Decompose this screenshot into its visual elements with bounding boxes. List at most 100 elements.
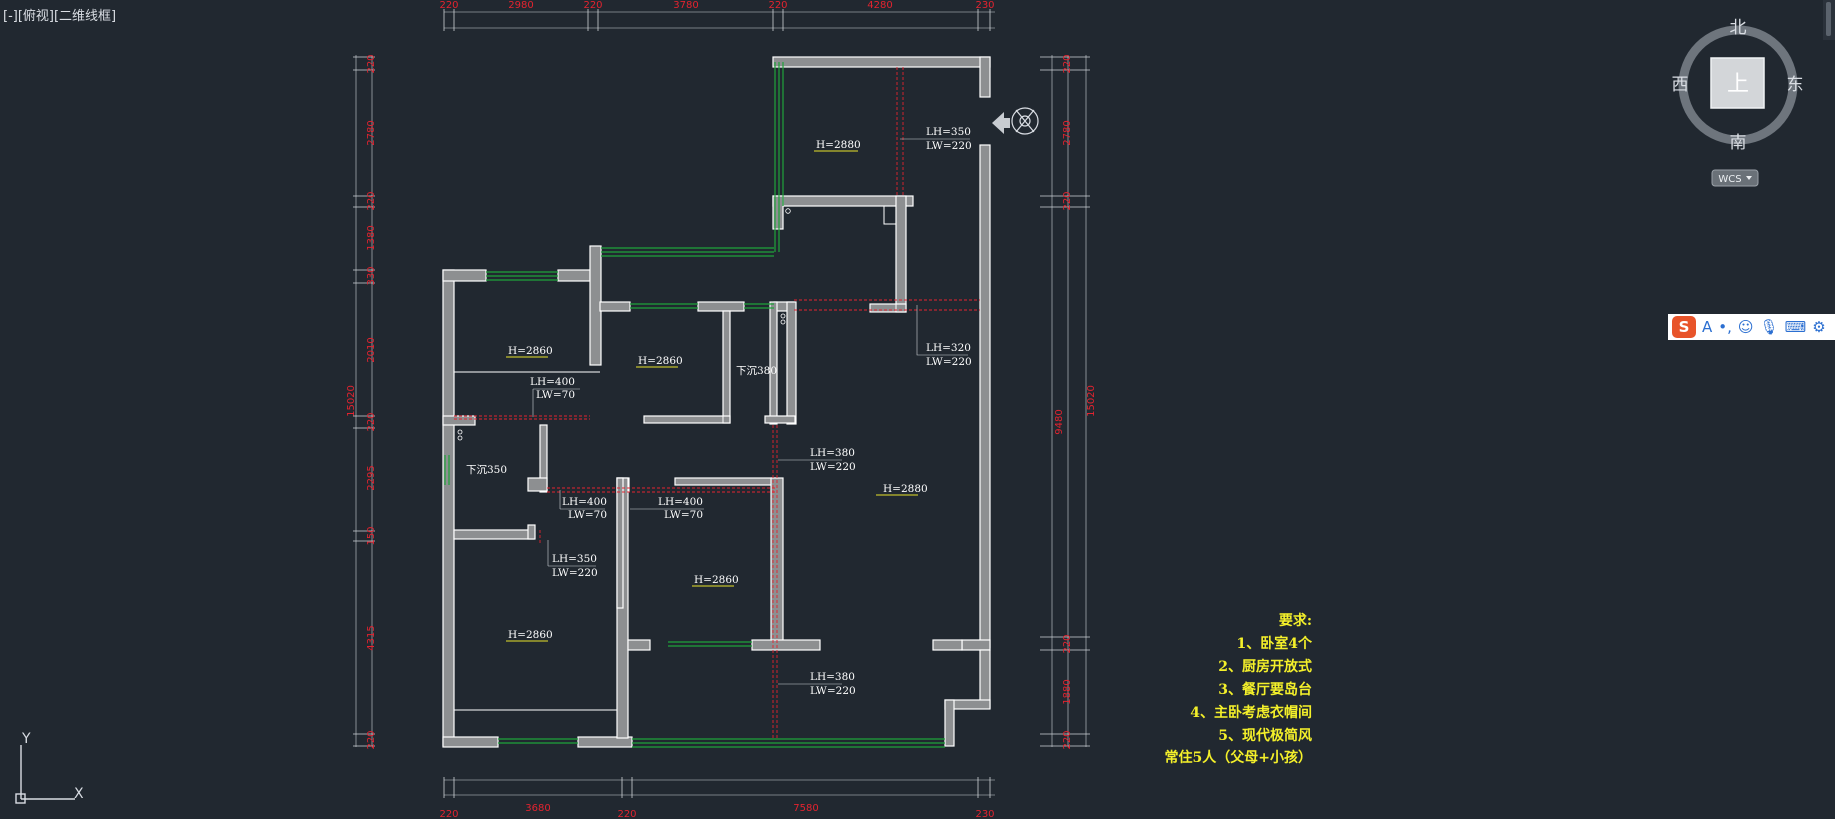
entry-door [1011,107,1039,135]
dim-right-total: 15020 [1086,385,1097,417]
scrollbar-thumb[interactable] [1826,2,1831,36]
dim-right-1: 2780 [1062,120,1073,145]
requirement-4: 4、主卧考虑衣帽间 [1190,704,1312,721]
beam-3-lh: LH=400 [530,376,575,388]
beam-8-lh: LH=380 [810,671,855,683]
beam-4-lw: LW=220 [810,461,856,473]
room-height-bedroom-4: H=2860 [508,629,553,641]
punctuation-icon[interactable]: •, [1718,318,1732,336]
dimension-text-right: 220 2780 220 220 1880 220 9480 15020 [1054,54,1097,749]
viewcube-top-face[interactable] [1710,57,1765,109]
beam-1-lw: LW=220 [926,140,972,152]
dim-left-7: 2295 [366,465,377,490]
sunken-kitchen-label: 下沉380 [736,364,777,377]
beam-2-lh: LH=320 [926,342,971,354]
dim-left-8: 150 [366,526,377,545]
dimension-text-bottom: 220 3680 220 7580 230 [439,803,994,819]
wcs-menu-button[interactable] [1711,169,1759,187]
dim-left-5: 2010 [366,337,377,362]
requirement-5: 5、现代极简风 [1218,727,1312,744]
windows [444,62,945,748]
fixture-lines [454,206,897,711]
dim-left-1: 2780 [366,120,377,145]
sogou-logo-icon[interactable]: S [1672,316,1696,338]
viewport-controls-label[interactable]: [-][俯视][二维线框] [3,9,117,24]
room-height-living: H=2880 [883,483,928,495]
viewcube[interactable]: 上 北 南 西 东 WCS [1672,18,1804,187]
beam-7-lw: LW=220 [552,567,598,579]
dimension-ticks [353,9,1090,798]
beam-7-lh: LH=350 [552,553,597,565]
dim-right-4: 1880 [1062,679,1073,704]
dim-top-5: 4280 [867,0,892,11]
dimension-text-top: 220 2980 220 3780 220 4280 230 [439,0,994,11]
dim-left-2: 220 [366,191,377,210]
room-height-bedroom-2: H=2860 [638,355,683,367]
requirement-title: 要求: [1279,612,1312,629]
sunken-labels: 下沉380 下沉350 [466,364,777,476]
dim-right-mid: 9480 [1054,409,1065,434]
viewcube-ring[interactable] [1678,25,1798,145]
viewcube-south[interactable]: 南 [1730,133,1747,153]
emoji-icon[interactable]: ☺ [1737,318,1754,336]
beam-5-lh: LH=400 [562,496,607,508]
beam-lines [454,67,980,740]
dim-bottom-3: 7580 [793,803,818,814]
room-height-top-bedroom: H=2880 [816,139,861,151]
vertical-scrollbar[interactable] [1823,0,1835,40]
microphone-icon[interactable]: 🎙 [1759,318,1779,336]
dimension-lines [355,11,1087,796]
viewcube-top-label: 上 [1727,72,1749,97]
ime-toolbar[interactable]: S A •, ☺ 🎙 ⌨ ⚙ [1668,314,1835,340]
beam-8-lw: LW=220 [810,685,856,697]
entry-arrow-icon [992,112,1010,134]
ucs-icon [15,745,75,804]
beam-4-lh: LH=380 [810,447,855,459]
beam-6-lh: LH=400 [658,496,703,508]
viewcube-west[interactable]: 西 [1672,75,1689,95]
letter-a-icon[interactable]: A [1702,318,1713,336]
dim-left-total: 15020 [346,385,357,417]
requirements-note: 要求: 1、卧室4个 2、厨房开放式 3、餐厅要岛台 4、主卧考虑衣帽间 5、现… [1165,612,1313,766]
dim-right-0: 220 [1062,54,1073,73]
dim-left-3: 1380 [366,225,377,250]
dim-bottom-4: 230 [975,809,994,819]
viewcube-east[interactable]: 东 [1787,75,1804,95]
room-height-bedroom-3: H=2860 [694,574,739,586]
dim-right-5: 220 [1062,730,1073,749]
dim-left-4: 330 [366,266,377,285]
beam-1-lh: LH=350 [926,126,971,138]
room-height-bedroom-1: H=2860 [508,345,553,357]
requirement-residents: 常住5人（父母+小孩） [1165,749,1312,766]
keyboard-icon[interactable]: ⌨ [1784,318,1807,336]
beam-2-lw: LW=220 [926,356,972,368]
walls [442,56,991,748]
dim-right-2: 220 [1062,191,1073,210]
room-height-labels: H=2880 H=2860 H=2860 H=2880 H=2860 H=286… [506,139,928,642]
dim-top-2: 220 [583,0,602,11]
sunken-bath-label: 下沉350 [466,463,507,476]
dim-top-0: 220 [439,0,458,11]
beam-6-lw: LW=70 [664,509,703,521]
dim-left-6: 220 [366,412,377,431]
dimension-text-left: 220 2780 220 1380 330 2010 220 2295 150 … [346,54,377,749]
dim-right-3: 220 [1062,634,1073,653]
chevron-down-icon [1746,176,1752,180]
wcs-menu-label: WCS [1718,174,1741,185]
requirement-1: 1、卧室4个 [1237,635,1313,652]
viewcube-north[interactable]: 北 [1730,18,1747,38]
beam-3-lw: LW=70 [536,389,575,401]
tools-icon[interactable]: ⚙ [1812,318,1826,336]
ucs-x-label: X [74,786,84,802]
beam-labels: LH=350 LW=220 LH=320 LW=220 LH=400 LW=70… [530,126,972,697]
dim-top-1: 2980 [508,0,533,11]
dim-bottom-0: 220 [439,809,458,819]
dim-left-9: 4315 [366,625,377,650]
beam-5-lw: LW=70 [568,509,607,521]
dim-top-4: 220 [768,0,787,11]
floor-drains [457,208,791,441]
dim-left-10: 220 [366,730,377,749]
ucs-y-label: Y [21,731,31,747]
requirement-3: 3、餐厅要岛台 [1218,681,1312,698]
